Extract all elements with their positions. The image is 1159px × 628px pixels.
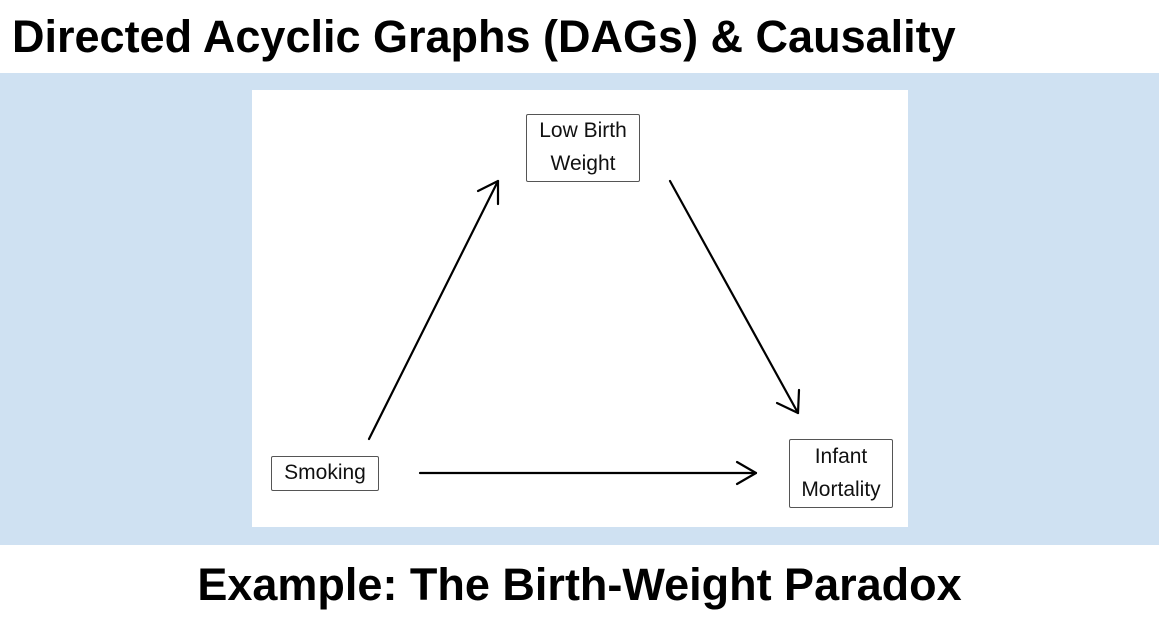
slide-title: Directed Acyclic Graphs (DAGs) & Causali… — [12, 11, 956, 62]
slide-caption: Example: The Birth-Weight Paradox — [197, 559, 962, 610]
dag-edges — [367, 179, 801, 486]
edge-smoking-to-mortality — [418, 460, 758, 486]
node-infant-mortality: Infant Mortality — [789, 439, 893, 508]
dag-figure: Low Birth Weight Smoking Infant Mortalit… — [252, 90, 908, 527]
edge-lbw-to-mortality — [668, 179, 801, 415]
node-low-birth-weight: Low Birth Weight — [526, 114, 640, 182]
edge-smoking-to-lbw — [367, 179, 500, 441]
node-smoking: Smoking — [271, 456, 379, 491]
